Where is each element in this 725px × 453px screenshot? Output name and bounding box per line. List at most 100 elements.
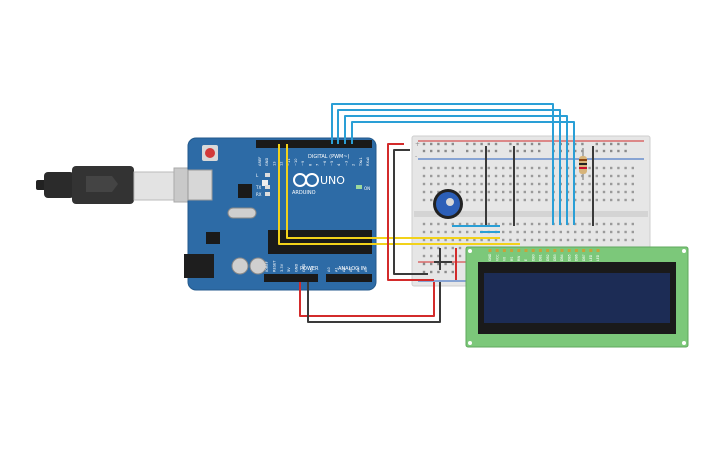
- breadboard-hole: [530, 149, 534, 153]
- breadboard-hole: [487, 198, 490, 202]
- breadboard-hole: [473, 182, 476, 186]
- digital-header-label: DIGITAL (PWM~): [308, 154, 350, 160]
- arduino-uno-board[interactable]: ARDUINO UNO DIGITAL (PWM~) POWER ANALOG …: [184, 137, 377, 291]
- breadboard-hole: [545, 238, 548, 242]
- breadboard-hole: [444, 222, 447, 226]
- breadboard-hole: [530, 222, 534, 226]
- usb-cable: [36, 166, 201, 204]
- breadboard-hole: [473, 166, 476, 170]
- breadboard-hole: [523, 230, 526, 234]
- breadboard-hole: [538, 142, 541, 146]
- breadboard-hole: [574, 142, 577, 146]
- breadboard-hole: [509, 166, 512, 170]
- lcd-pin-label: DB7: [582, 254, 586, 261]
- breadboard-hole: [595, 174, 598, 178]
- potentiometer[interactable]: [433, 189, 463, 219]
- breadboard-hole: [516, 166, 519, 170]
- breadboard-hole: [430, 190, 433, 194]
- power-header-label: POWER: [300, 266, 319, 272]
- breadboard-hole: [516, 190, 519, 194]
- breadboard-hole: [422, 166, 426, 170]
- breadboard-hole: [538, 238, 541, 242]
- breadboard-hole: [473, 238, 476, 242]
- breadboard-hole: [494, 142, 498, 146]
- breadboard-hole: [458, 174, 462, 178]
- breadboard-hole: [602, 142, 606, 146]
- breadboard-hole: [595, 182, 598, 186]
- breadboard-hole: [466, 166, 469, 170]
- breadboard-hole: [559, 230, 562, 234]
- pin-label: 13: [272, 161, 276, 166]
- breadboard-hole: [430, 262, 433, 266]
- breadboard-hole: [516, 182, 519, 186]
- pin-label: RESET: [272, 260, 276, 272]
- pin-label: AREF: [258, 157, 262, 166]
- breadboard-hole: [458, 222, 462, 226]
- breadboard-hole: [617, 230, 620, 234]
- breadboard-hole: [458, 190, 462, 194]
- breadboard-hole: [624, 198, 627, 202]
- breadboard-hole: [422, 246, 426, 250]
- breadboard-hole: [422, 270, 426, 274]
- breadboard-hole: [574, 230, 577, 234]
- breadboard-hole: [437, 222, 440, 226]
- breadboard-hole: [610, 238, 613, 242]
- breadboard-hole: [430, 230, 433, 234]
- breadboard-hole: [617, 174, 620, 178]
- breadboard-hole: [437, 142, 440, 146]
- breadboard-hole: [430, 222, 433, 226]
- breadboard-hole: [480, 238, 483, 242]
- breadboard-hole: [430, 270, 433, 274]
- power-jack: [184, 254, 214, 278]
- breadboard-hole: [430, 142, 433, 146]
- breadboard-hole: [581, 230, 584, 234]
- breadboard-hole: [451, 254, 454, 258]
- lcd-pin: [582, 249, 586, 252]
- breadboard-hole: [480, 142, 483, 146]
- breadboard-hole: [631, 238, 634, 242]
- breadboard-hole: [422, 182, 426, 186]
- breadboard-hole: [538, 174, 541, 178]
- breadboard-hole: [581, 142, 584, 146]
- breadboard-hole: [624, 149, 627, 153]
- breadboard-hole: [530, 238, 534, 242]
- breadboard-hole: [581, 238, 584, 242]
- breadboard-hole: [502, 190, 505, 194]
- breadboard-hole: [545, 182, 548, 186]
- breadboard-hole: [458, 182, 462, 186]
- breadboard-hole: [458, 254, 462, 258]
- breadboard-hole: [523, 190, 526, 194]
- breadboard-hole: [437, 182, 440, 186]
- lcd-pin-label: LED: [589, 254, 593, 261]
- breadboard-hole: [480, 166, 483, 170]
- breadboard-hole: [494, 182, 498, 186]
- breadboard-hole: [487, 238, 490, 242]
- breadboard-hole: [581, 182, 584, 186]
- lcd-pin: [553, 249, 557, 252]
- lcd-pin: [488, 249, 492, 252]
- breadboard-hole: [437, 254, 440, 258]
- breadboard-hole: [509, 182, 512, 186]
- breadboard-hole: [538, 230, 541, 234]
- breadboard-hole: [437, 149, 440, 153]
- breadboard-hole: [574, 198, 577, 202]
- breadboard-hole: [523, 149, 526, 153]
- breadboard-hole: [545, 190, 548, 194]
- breadboard-hole: [458, 246, 462, 250]
- breadboard-hole: [437, 238, 440, 242]
- lcd-pin: [596, 249, 600, 252]
- breadboard-hole: [595, 190, 598, 194]
- breadboard-hole: [523, 174, 526, 178]
- arduino-logo: [293, 173, 319, 187]
- breadboard-hole: [466, 149, 469, 153]
- lcd-pin: [502, 249, 506, 252]
- breadboard-hole: [451, 166, 454, 170]
- breadboard-hole: [458, 238, 462, 242]
- breadboard-hole: [617, 166, 620, 170]
- breadboard-hole: [466, 190, 469, 194]
- breadboard-hole: [523, 222, 526, 226]
- lcd-pin-label: RW: [517, 255, 521, 261]
- breadboard-hole: [444, 182, 447, 186]
- breadboard-hole: [545, 230, 548, 234]
